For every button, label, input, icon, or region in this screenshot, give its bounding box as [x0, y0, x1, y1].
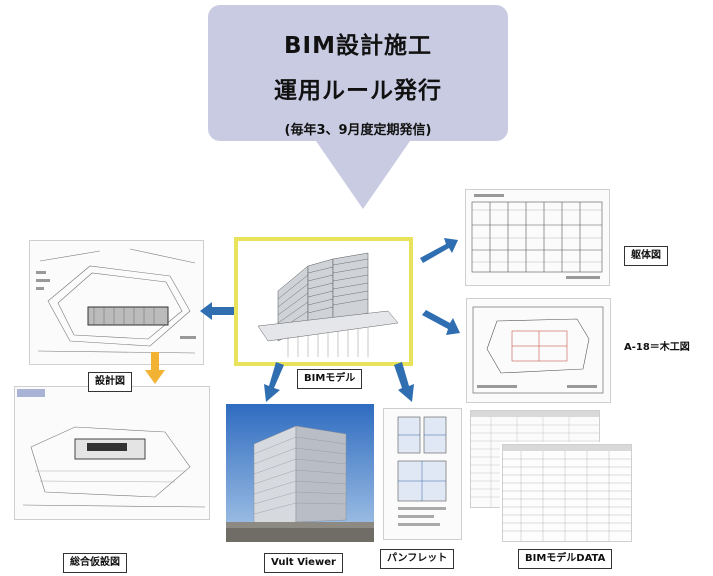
- arrow-to-temporary-plan: [145, 352, 165, 384]
- pamphlet-thumbnail: [383, 408, 462, 540]
- arrow-to-construction-drawing: [422, 310, 460, 335]
- label-bim-data: BIMモデルDATA: [518, 549, 613, 569]
- arrow-to-vault-viewer: [264, 362, 284, 402]
- structure-drawing-thumbnail: [465, 189, 610, 286]
- label-bim-model: BIMモデル: [297, 369, 363, 389]
- header-box: BIM設計施工 運用ルール発行 (毎年3、9月度定期発信): [208, 5, 508, 141]
- arrow-to-pamphlet: [394, 362, 414, 402]
- design-drawing-thumbnail: [29, 240, 204, 365]
- header-title-line2: 運用ルール発行: [274, 78, 442, 104]
- bim-model-frame: [234, 237, 413, 366]
- temporary-plan-thumbnail: [14, 386, 210, 520]
- label-design-drawing: 設計図: [88, 372, 132, 392]
- bim-data-sheet-front: [502, 444, 632, 542]
- arrow-to-design-drawing: [200, 302, 234, 320]
- down-triangle-arrow: [316, 141, 410, 209]
- arrow-to-structure-drawing: [420, 238, 458, 263]
- vault-viewer-rendering: [226, 404, 374, 542]
- label-construction-drawing: A-18＝木工図: [624, 342, 690, 353]
- label-pamphlet: パンフレット: [380, 549, 455, 569]
- label-vault-viewer: Vult Viewer: [264, 553, 343, 573]
- construction-drawing-thumbnail: [466, 298, 611, 403]
- header-subtitle: (毎年3、9月度定期発信): [284, 123, 432, 138]
- header-title-line1: BIM設計施工: [284, 33, 432, 59]
- label-structure-drawing: 躯体図: [624, 246, 668, 266]
- label-temporary-plan: 総合仮設図: [63, 553, 127, 573]
- bim-model-illustration: [238, 241, 409, 362]
